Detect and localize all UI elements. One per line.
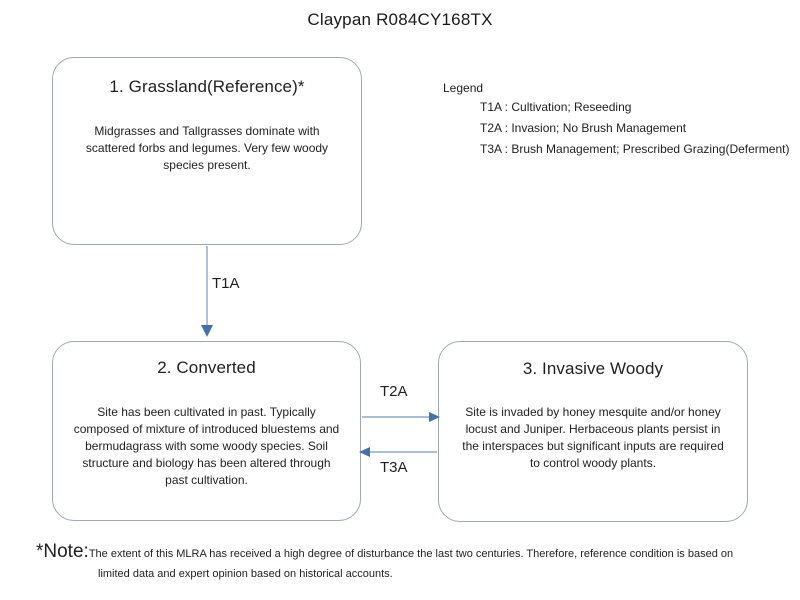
transition-arrow-t2a [362,412,440,422]
state-title-converted: 2. Converted [157,358,256,377]
state-box-converted[interactable]: 2. Converted Site has been cultivated in… [52,341,361,521]
legend-item-t2a: T2A : Invasion; No Brush Management [480,121,687,135]
footnote-line-2: limited data and expert opinion based on… [98,568,393,580]
footnote: *Note:The extent of this MLRA has receiv… [36,541,784,584]
state-description-invasive: Site is invaded by honey mesquite and/or… [462,405,724,470]
state-title-grassland: 1. Grassland(Reference)* [109,77,305,96]
legend-item-t3a: T3A : Brush Management; Prescribed Grazi… [480,142,790,156]
transition-label-t1a: T1A [212,275,240,292]
state-description-converted: Site has been cultivated in past. Typica… [73,405,340,487]
footnote-label: *Note: [36,541,89,562]
legend-list: T1A : Cultivation; Reseeding T2A : Invas… [443,97,799,160]
transition-label-t3a: T3A [380,459,408,476]
legend-title: Legend [443,81,484,95]
transition-label-t2a: T2A [380,383,408,400]
transition-arrow-t3a [359,447,437,457]
legend: Legend T1A : Cultivation; Reseeding T2A … [443,79,799,160]
footnote-line-1: The extent of this MLRA has received a h… [88,548,734,560]
legend-item-t1a: T1A : Cultivation; Reseeding [480,100,632,114]
state-description-grassland: Midgrasses and Tallgrasses dominate with… [85,124,329,172]
state-box-invasive[interactable]: 3. Invasive Woody Site is invaded by hon… [438,341,748,522]
state-title-invasive: 3. Invasive Woody [522,359,664,378]
page-title: Claypan R084CY168TX [307,10,493,29]
state-box-grassland[interactable]: 1. Grassland(Reference)* Midgrasses and … [52,57,362,245]
